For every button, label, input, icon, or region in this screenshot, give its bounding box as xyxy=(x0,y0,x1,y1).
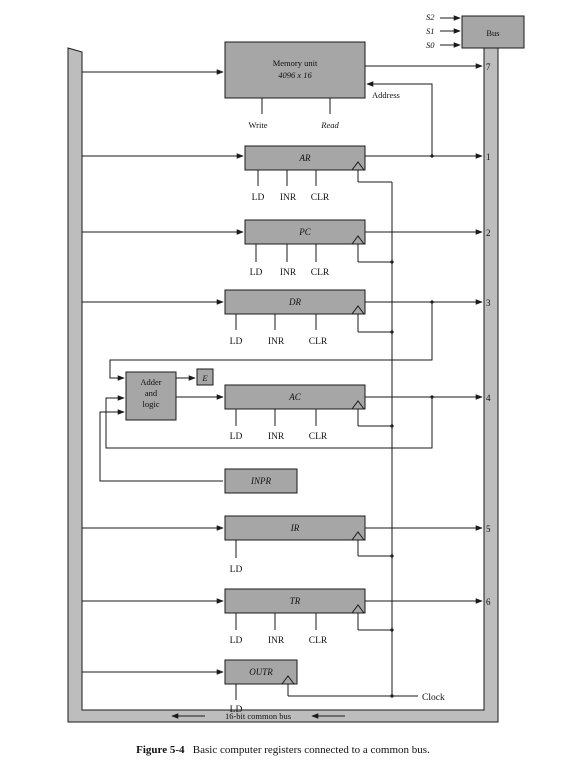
bus-select-box xyxy=(461,15,525,49)
select-s0: S0 xyxy=(426,40,435,50)
dr-clr: CLR xyxy=(309,337,328,347)
figure-number: Figure 5-4 xyxy=(136,744,185,756)
register-ac-name: AC xyxy=(288,392,301,402)
bus-number-3: 3 xyxy=(486,298,491,308)
clock-line xyxy=(287,170,418,698)
ir-ld: LD xyxy=(230,565,243,575)
memory-title: Memory unit xyxy=(273,58,318,68)
bus-number-1: 1 xyxy=(486,152,491,162)
pc-inr: INR xyxy=(280,268,297,278)
bus-number-5: 5 xyxy=(486,524,491,534)
dr-ld: LD xyxy=(230,337,243,347)
ac-clr: CLR xyxy=(309,432,328,442)
select-s2: S2 xyxy=(426,12,435,22)
select-lines: S2 S1 S0 xyxy=(426,12,461,50)
bus-select-label: Bus xyxy=(486,28,499,38)
memory-read-label: Read xyxy=(320,120,339,130)
ac-inr: INR xyxy=(268,432,285,442)
register-inpr: INPR xyxy=(99,409,298,494)
register-dr-name: DR xyxy=(288,297,301,307)
dr-inr: INR xyxy=(268,337,285,347)
adder-line-2: and xyxy=(145,388,158,398)
register-outr: OUTR LD xyxy=(82,659,298,715)
bus-number-2: 2 xyxy=(486,228,491,238)
bus-number-6: 6 xyxy=(486,597,491,607)
register-ac: AC 4 LD INR CLR xyxy=(176,384,491,442)
ar-ld: LD xyxy=(252,193,265,203)
register-pc: PC 2 LD INR CLR xyxy=(82,219,491,278)
ar-clr: CLR xyxy=(311,193,330,203)
common-bus-label: 16-bit common bus xyxy=(225,711,291,721)
tr-inr: INR xyxy=(268,636,285,646)
figure-caption: Figure 5-4 Basic computer registers conn… xyxy=(0,744,566,756)
bus-number-4: 4 xyxy=(486,393,491,403)
register-ar: AR 1 LD INR CLR xyxy=(82,145,491,203)
clock-label: Clock xyxy=(422,693,445,703)
register-ir: IR 5 LD xyxy=(82,515,491,575)
e-flag xyxy=(196,368,214,386)
pc-clr: CLR xyxy=(311,268,330,278)
register-ar-name: AR xyxy=(299,153,311,163)
ac-ld: LD xyxy=(230,432,243,442)
memory-size: 4096 x 16 xyxy=(278,70,312,80)
bus-number-7: 7 xyxy=(486,62,491,72)
outr-ld: LD xyxy=(230,705,243,715)
register-dr: DR 3 LD INR CLR xyxy=(82,289,491,347)
ar-inr: INR xyxy=(280,193,297,203)
register-tr: TR 6 LD INR CLR xyxy=(82,588,491,646)
register-inpr-name: INPR xyxy=(250,476,271,486)
register-ir-name: IR xyxy=(290,523,300,533)
figure-caption-text: Basic computer registers connected to a … xyxy=(192,744,430,756)
memory-write-label: Write xyxy=(248,120,267,130)
adder-line-1: Adder xyxy=(140,377,161,387)
register-tr-name: TR xyxy=(290,596,301,606)
tr-ld: LD xyxy=(230,636,243,646)
register-pc-name: PC xyxy=(298,227,311,237)
select-s1: S1 xyxy=(426,26,435,36)
memory-unit xyxy=(224,41,366,99)
pc-ld: LD xyxy=(250,268,263,278)
e-flag-label: E xyxy=(201,373,208,383)
tr-clr: CLR xyxy=(309,636,328,646)
adder-line-3: logic xyxy=(143,399,160,409)
adder-logic xyxy=(125,371,177,421)
register-outr-name: OUTR xyxy=(249,667,273,677)
address-label: Address xyxy=(372,90,400,100)
